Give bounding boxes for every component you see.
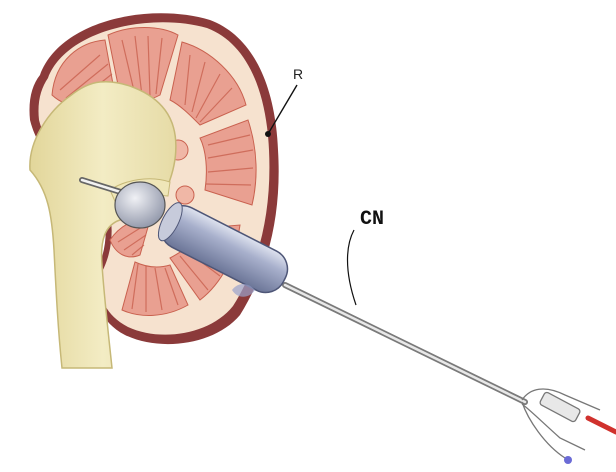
r-leader-dot bbox=[265, 131, 271, 137]
nephroscope-shaft bbox=[285, 285, 525, 402]
cn-leader-line bbox=[348, 230, 357, 305]
label-cn: CN bbox=[360, 208, 384, 231]
red-lead bbox=[588, 418, 616, 432]
blue-tip bbox=[564, 456, 572, 464]
label-r: R bbox=[293, 66, 303, 82]
balloon bbox=[115, 182, 165, 228]
grasper-basket bbox=[522, 389, 600, 458]
